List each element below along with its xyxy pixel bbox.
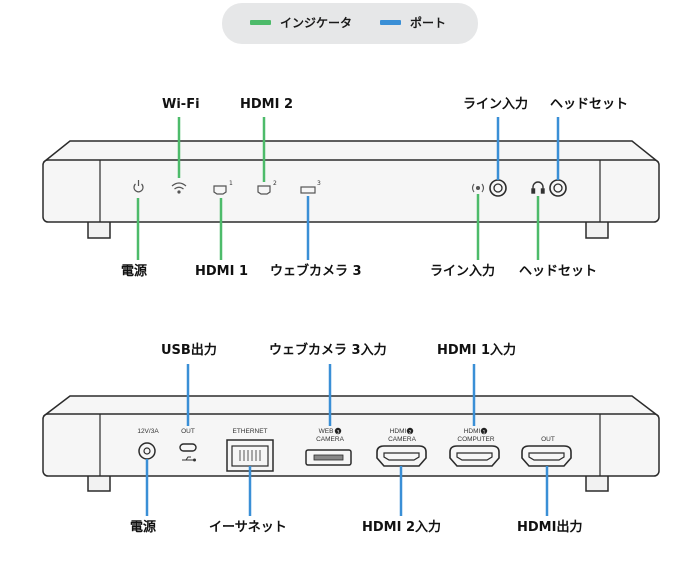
hdmi2-in-port bbox=[376, 445, 427, 467]
label-line-in-top: ライン入力 bbox=[463, 97, 529, 112]
usb-label: OUT bbox=[181, 428, 195, 435]
usb-c-port bbox=[179, 443, 197, 462]
wifi-icon bbox=[171, 182, 187, 194]
front-top-bevel bbox=[42, 140, 660, 162]
label-wifi: Wi-Fi bbox=[162, 97, 200, 112]
hdmi1-panel-line2: COMPUTER bbox=[457, 436, 495, 443]
headset-icon bbox=[531, 181, 545, 194]
label-hdmi-out: HDMI出力 bbox=[517, 520, 583, 535]
front-device bbox=[42, 140, 660, 239]
label-hdmi1-front: HDMI 1 bbox=[195, 264, 249, 279]
ethernet-port bbox=[226, 439, 274, 472]
hdmi1-panel-line1: HDMI bbox=[464, 428, 481, 435]
label-headset-bottom: ヘッドセット bbox=[519, 264, 598, 279]
hdmi2-panel-line2: CAMERA bbox=[388, 436, 416, 443]
legend: インジケータ ポート bbox=[222, 3, 478, 44]
label-power-front: 電源 bbox=[121, 264, 148, 279]
hdmi1-superscript: 1 bbox=[229, 180, 233, 187]
hdmi1-in-port bbox=[449, 445, 500, 467]
label-webcam3-in: ウェブカメラ 3入力 bbox=[269, 343, 387, 358]
hdmi2-superscript: 2 bbox=[273, 180, 277, 187]
web-label-line1: WEB bbox=[319, 428, 334, 435]
ethernet-label: ETHERNET bbox=[232, 428, 267, 435]
webcam-port-icon: 3 bbox=[300, 180, 321, 194]
label-hdmi2-front: HDMI 2 bbox=[240, 97, 294, 112]
webcam-superscript: 3 bbox=[317, 180, 321, 187]
label-usb-out: USB出力 bbox=[161, 343, 217, 358]
hdmi1-icon: 1 bbox=[213, 180, 233, 195]
back-body bbox=[42, 413, 660, 477]
label-line-in-bottom: ライン入力 bbox=[430, 264, 496, 279]
dc-power-port bbox=[138, 442, 156, 460]
hdmi2-icon: 2 bbox=[257, 180, 277, 195]
label-power-back: 電源 bbox=[130, 520, 157, 535]
hdmi-out-port bbox=[521, 445, 572, 467]
front-callouts bbox=[136, 117, 560, 260]
legend-swatch-indicator bbox=[250, 20, 271, 25]
label-webcam3-front: ウェブカメラ 3 bbox=[270, 264, 362, 279]
label-hdmi2-in: HDMI 2入力 bbox=[362, 520, 442, 535]
legend-label-indicator: インジケータ bbox=[280, 16, 353, 30]
headset-jack bbox=[549, 179, 567, 197]
usb-icon bbox=[182, 456, 196, 462]
label-hdmi1-in: HDMI 1入力 bbox=[437, 343, 517, 358]
dc-label: 12V/3A bbox=[137, 428, 159, 435]
legend-swatch-port bbox=[380, 20, 401, 25]
legend-item-port: ポート bbox=[380, 14, 446, 31]
back-top-bevel bbox=[42, 395, 660, 416]
front-body bbox=[42, 159, 660, 223]
back-device bbox=[42, 395, 660, 492]
hdmi1-panel-num: 1 bbox=[483, 429, 486, 435]
hdmi2-panel-line1: HDMI bbox=[390, 428, 407, 435]
legend-label-port: ポート bbox=[410, 16, 447, 30]
label-ethernet: イーサネット bbox=[209, 520, 287, 535]
power-icon bbox=[133, 180, 144, 193]
hdmiout-panel-label: OUT bbox=[541, 436, 555, 443]
label-headset-top: ヘッドセット bbox=[550, 97, 629, 112]
hdmi2-panel-num: 2 bbox=[409, 429, 412, 435]
webcam-usb-port bbox=[305, 449, 352, 466]
web-label-line2: CAMERA bbox=[316, 436, 344, 443]
legend-item-indicator: インジケータ bbox=[250, 14, 352, 31]
line-in-jack bbox=[489, 179, 507, 197]
back-callouts bbox=[145, 364, 549, 516]
web-label-num: 3 bbox=[337, 429, 340, 435]
line-in-icon bbox=[471, 183, 485, 193]
